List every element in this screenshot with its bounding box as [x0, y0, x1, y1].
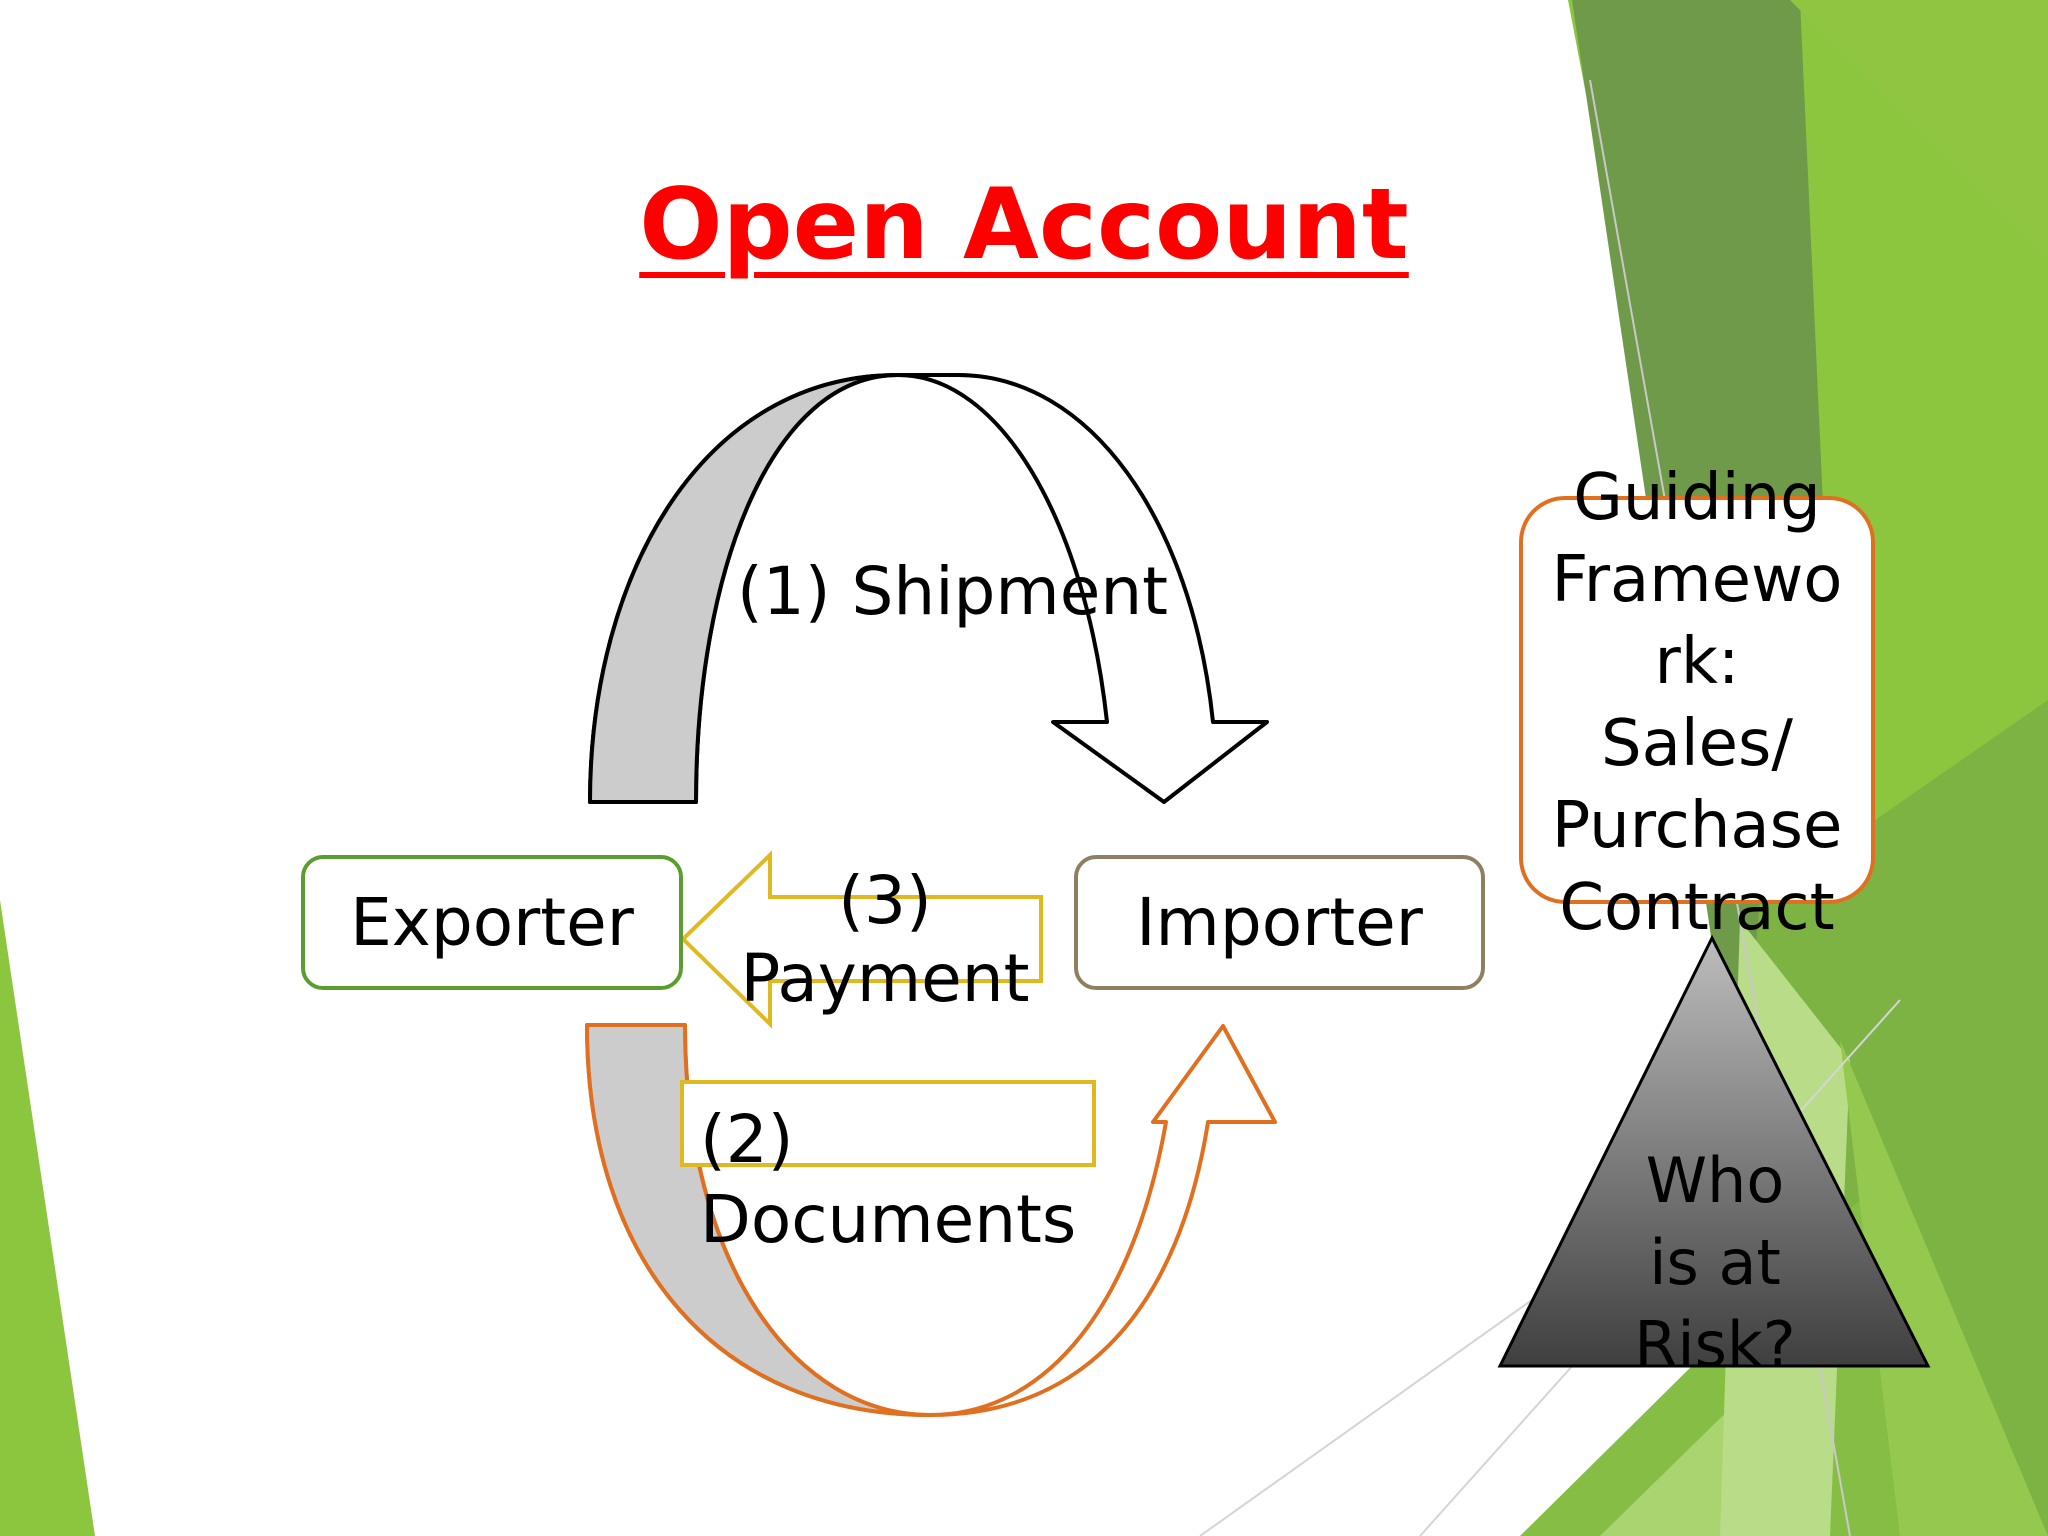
payment-arrow: [680, 850, 1043, 1029]
left-green-sliver: [0, 900, 95, 1536]
shipment-label: (1) Shipment: [737, 553, 1169, 630]
framework-label: Guiding Framewo rk: Sales/ Purchase Cont…: [1551, 461, 1843, 945]
risk-triangle: [1497, 934, 1931, 1368]
framework-box: [1519, 496, 1875, 904]
documents-label: (2) Documents: [700, 1101, 1077, 1258]
shipment-arrow: [588, 373, 1269, 804]
importer-box: Importer: [1074, 855, 1485, 990]
exporter-label: Exporter: [350, 884, 634, 961]
documents-arrow: [585, 1023, 1277, 1417]
exporter-box: Exporter: [301, 855, 683, 990]
risk-label: Who is at Risk?: [1634, 1144, 1796, 1381]
documents-bar: [680, 1080, 1096, 1167]
payment-label: (3) Payment: [740, 862, 1030, 1017]
importer-label: Importer: [1136, 884, 1423, 961]
page-title: Open Account: [639, 168, 1409, 282]
